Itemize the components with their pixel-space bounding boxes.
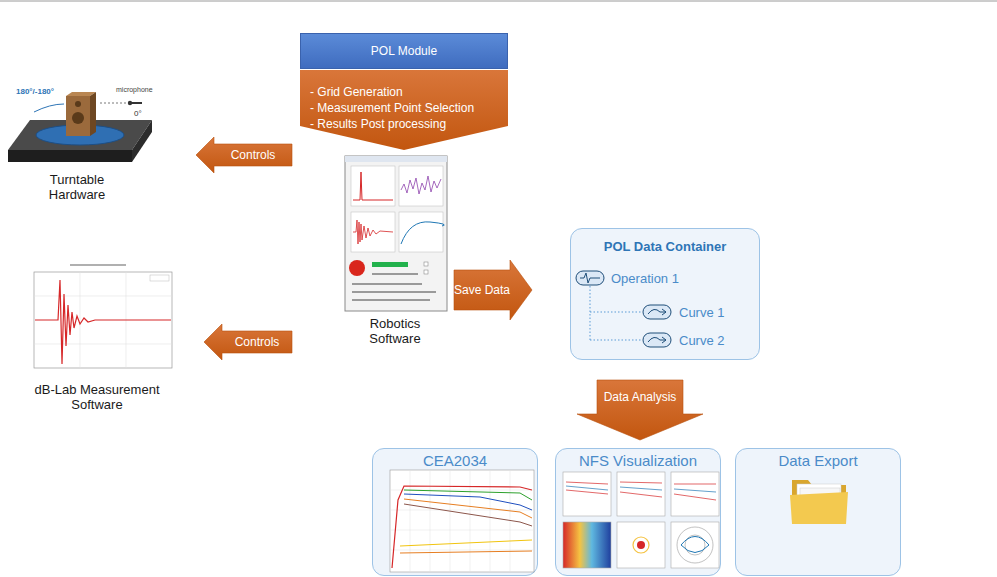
- edge-label: Save Data: [454, 283, 510, 297]
- edge-label-holder: Controls: [235, 335, 280, 349]
- tree-item: Operation 1: [611, 271, 759, 287]
- edge-label: Data Analysis: [604, 390, 677, 404]
- turntable-figure: [8, 92, 152, 162]
- control-arrow: [196, 137, 292, 173]
- label-holder: 0°: [134, 110, 142, 119]
- angle-label: 0°: [134, 110, 142, 119]
- box-title: Data Export: [736, 452, 900, 470]
- tree-item: Curve 1: [679, 305, 759, 321]
- edge-label: Controls: [235, 335, 280, 349]
- edge-label: Controls: [231, 148, 276, 162]
- chevron-fill: [300, 70, 508, 150]
- task-item: - Results Post processing: [310, 116, 498, 132]
- impulse-plot: [18, 262, 176, 376]
- module-box: POL Module: [300, 33, 508, 69]
- task-item: - Measurement Point Selection: [310, 100, 498, 116]
- software-screenshot: [345, 156, 447, 311]
- box-title: CEA2034: [373, 452, 537, 470]
- microphone-label: microphone: [116, 86, 153, 94]
- module-title: POL Module: [371, 44, 437, 58]
- edge-label-holder: Controls: [231, 148, 276, 162]
- label-holder: microphone: [116, 86, 153, 94]
- figure-caption: Turntable Hardware: [32, 172, 122, 202]
- angle-label: 180°/-180°: [16, 88, 54, 97]
- tree-item: Curve 2: [679, 333, 759, 349]
- label-holder: 180°/-180°: [16, 88, 54, 97]
- edge-label-holder: Data Analysis: [604, 390, 677, 404]
- edge-label-holder: Save Data: [454, 283, 510, 297]
- task-chevron: - Grid Generation- Measurement Point Sel…: [300, 70, 508, 150]
- task-item: - Grid Generation: [310, 84, 498, 100]
- container-title: POL Data Container: [571, 239, 759, 255]
- folder-icon: [790, 480, 848, 524]
- control-arrow: [204, 324, 292, 360]
- nfs-panels: [563, 472, 719, 568]
- analysis-arrow: [577, 380, 703, 440]
- figure-caption: dB-Lab Measurement Software: [27, 382, 167, 412]
- box-title: NFS Visualization: [556, 452, 720, 470]
- cea-chart: [390, 470, 534, 572]
- figure-caption: Robotics Software: [350, 316, 440, 346]
- tree-icons: [576, 271, 671, 347]
- top-rule: [0, 1, 997, 2]
- save-arrow: [454, 260, 532, 320]
